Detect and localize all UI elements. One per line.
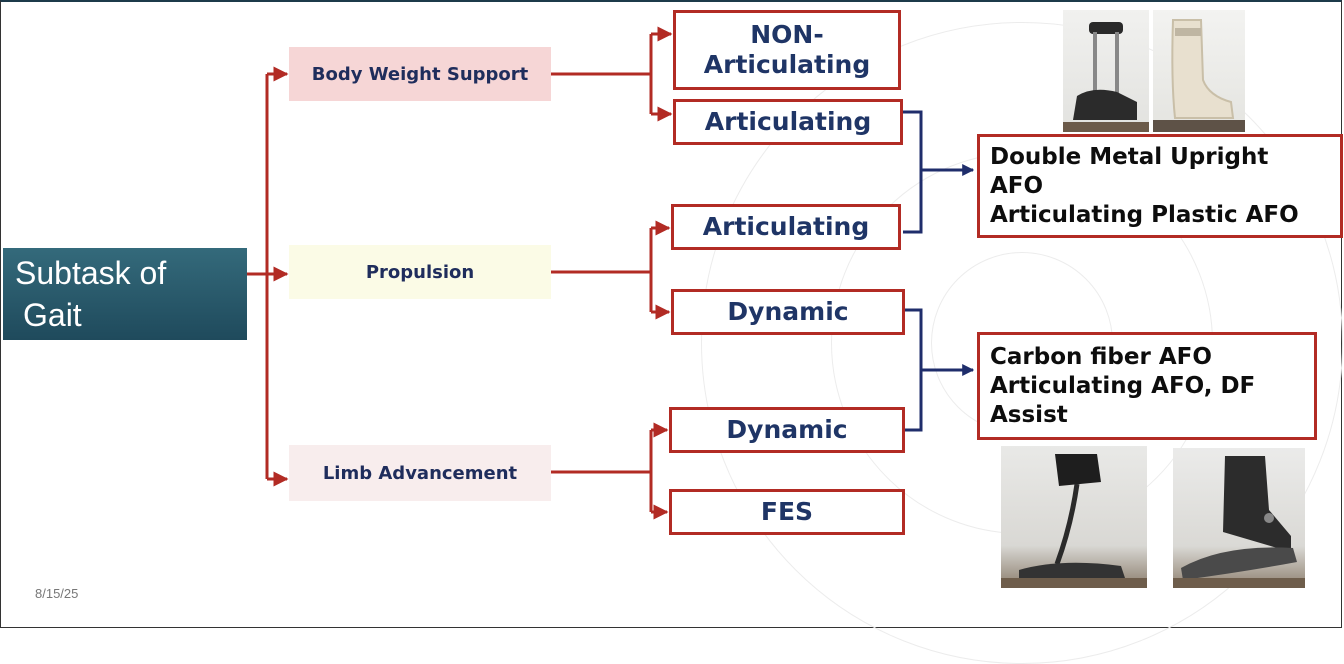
brace-image-4	[1173, 456, 1305, 588]
photo-double-upright-afo	[1063, 10, 1149, 132]
result-articulating-afo: Double Metal Upright AFO Articulating Pl…	[977, 134, 1343, 238]
photo-carbon-fiber-afo	[1001, 446, 1147, 588]
brace-image-3	[1001, 454, 1147, 588]
result-line: Articulating Plastic AFO	[990, 201, 1299, 228]
root-label-line1: Subtask of	[15, 255, 167, 291]
option-dynamic-limb: Dynamic	[669, 407, 905, 453]
category-label: Body Weight Support	[311, 63, 529, 85]
category-label: Propulsion	[365, 261, 475, 283]
result-line: AFO	[990, 172, 1044, 199]
option-label: FES	[760, 497, 814, 526]
option-non-articulating: NON- Articulating	[673, 10, 901, 90]
photo-articulating-afo-df-assist	[1173, 448, 1305, 588]
option-label: Dynamic	[727, 297, 849, 326]
brace-image-1	[1063, 22, 1149, 132]
result-dynamic-afo: Carbon fiber AFO Articulating AFO, DF As…	[977, 332, 1317, 440]
slide-date: 8/15/25	[35, 586, 79, 601]
result-line: Double Metal Upright	[990, 143, 1269, 170]
connector-lines	[247, 26, 975, 520]
option-fes: FES	[669, 489, 905, 535]
option-label: Articulating	[704, 107, 872, 136]
category-body-weight-support: Body Weight Support	[289, 47, 551, 101]
root-node: Subtask of Gait	[3, 248, 247, 340]
brace-image-2	[1153, 19, 1245, 132]
option-label-line1: NON-	[750, 20, 824, 49]
option-label: Dynamic	[726, 415, 848, 444]
option-dynamic-propulsion: Dynamic	[671, 289, 905, 335]
photo-plastic-afo	[1153, 10, 1245, 132]
option-label-line2: Articulating	[703, 50, 871, 79]
result-line: Articulating AFO, DF	[990, 372, 1256, 399]
category-limb-advancement: Limb Advancement	[289, 445, 551, 501]
root-label-line2: Gait	[23, 297, 82, 333]
option-articulating-bws: Articulating	[673, 99, 903, 145]
option-articulating-propulsion: Articulating	[671, 204, 901, 250]
result-line: Carbon fiber AFO	[990, 343, 1212, 370]
category-label: Limb Advancement	[322, 462, 518, 484]
category-propulsion: Propulsion	[289, 245, 551, 299]
result-line: Assist	[990, 401, 1068, 428]
option-label: Articulating	[702, 212, 870, 241]
